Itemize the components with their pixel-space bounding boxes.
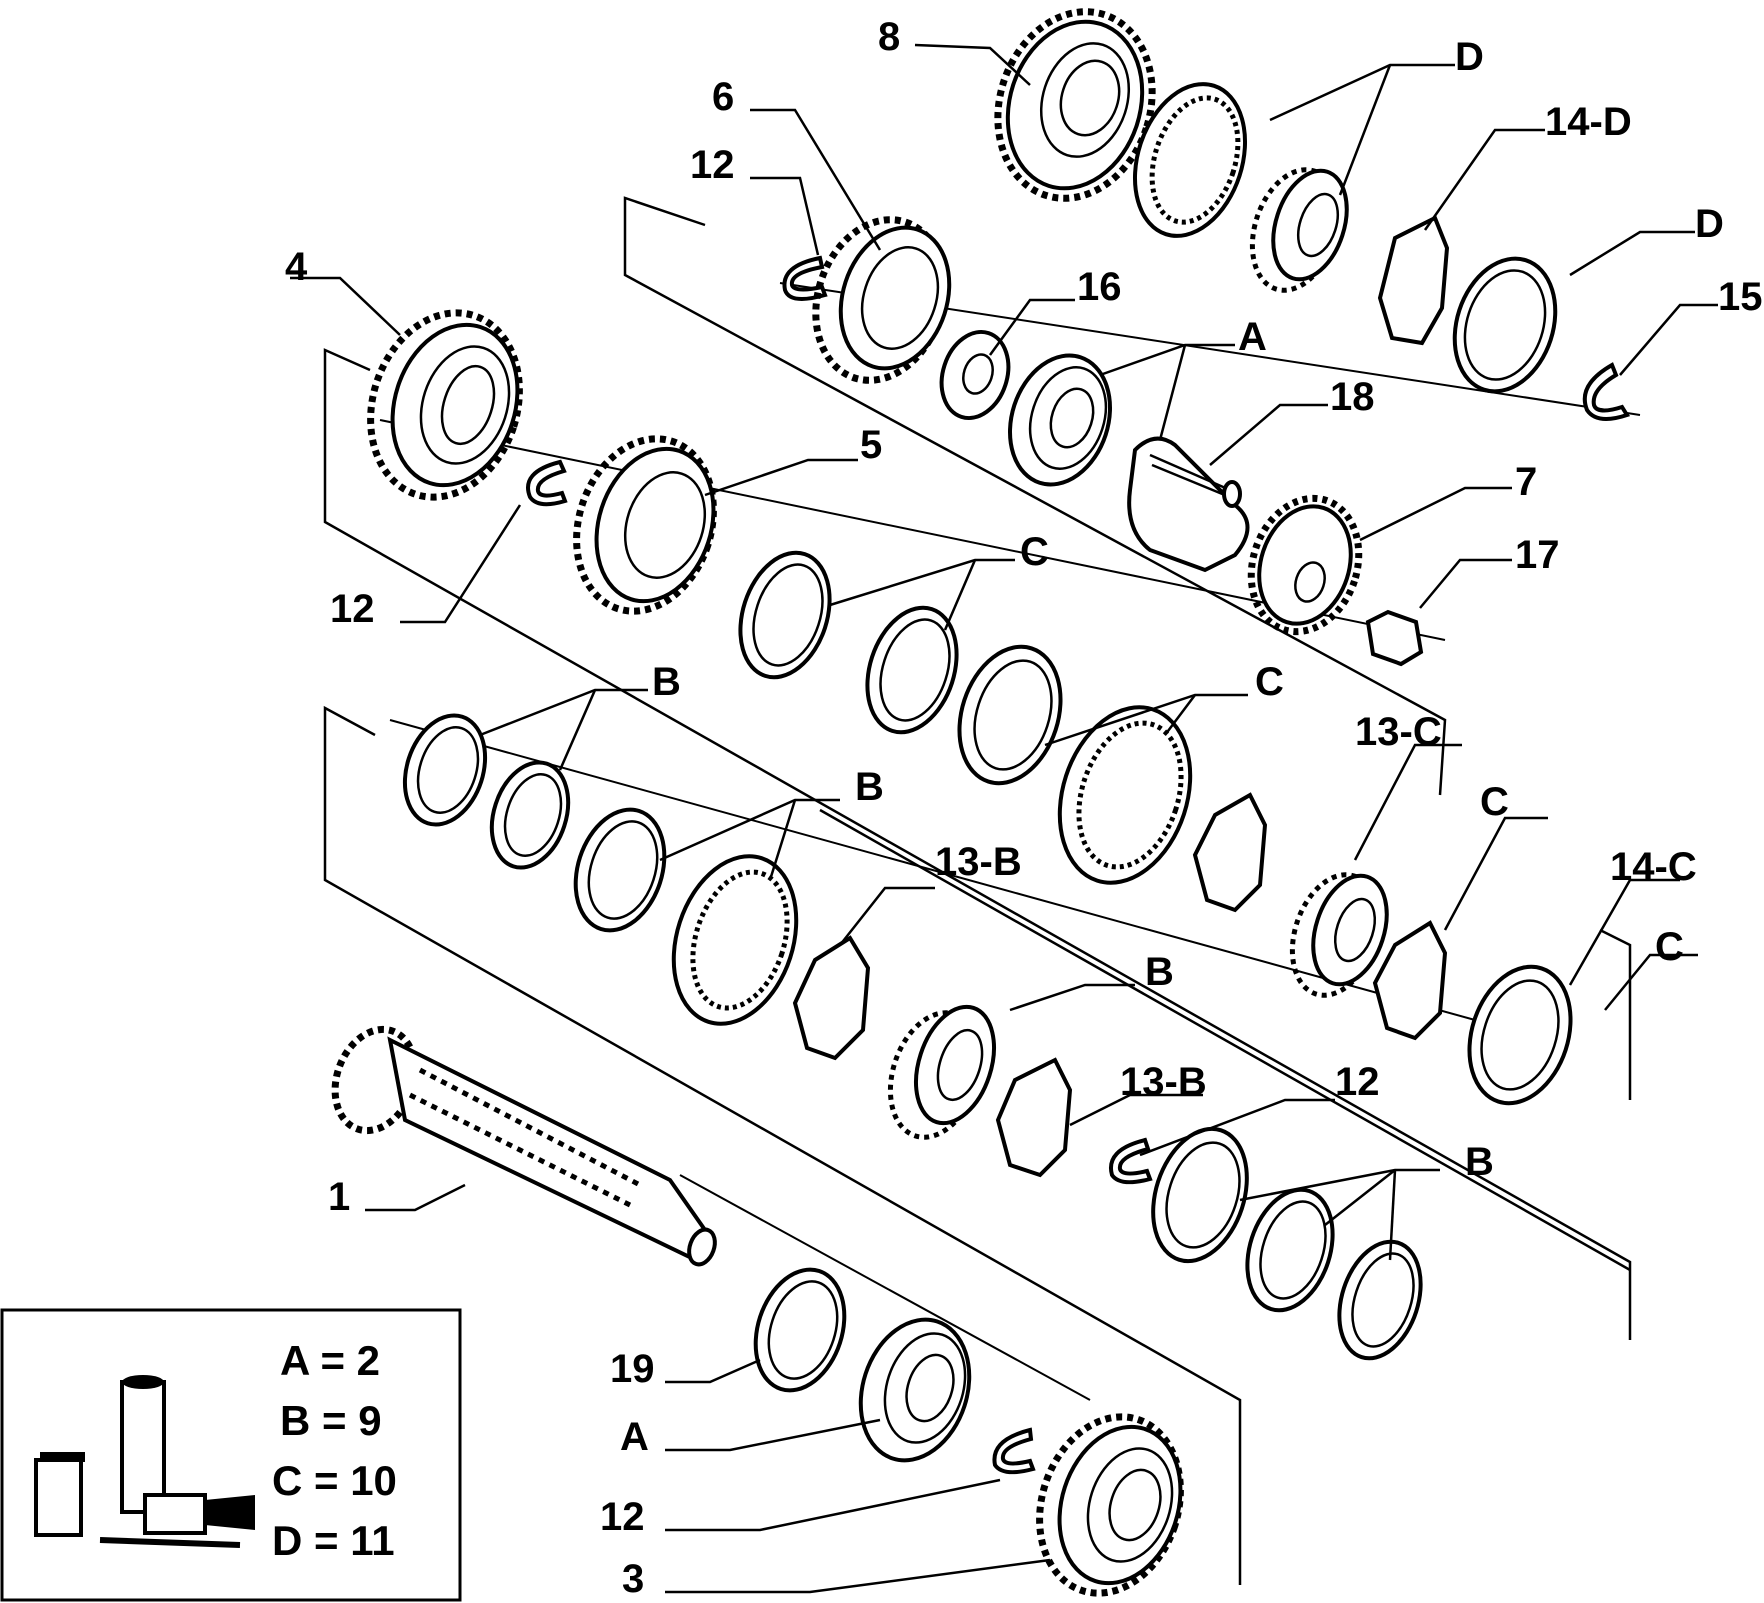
label-12-left: 12 (330, 587, 375, 631)
sync-hub-c (1289, 872, 1389, 998)
label-c-1: C (1020, 530, 1049, 574)
label-d-top: D (1455, 35, 1484, 79)
gear-4 (367, 309, 523, 501)
sync-ring-b4 (1151, 1126, 1249, 1264)
label-6: 6 (712, 75, 734, 119)
sync-sleeve-c (1057, 705, 1193, 885)
legend-box: A = 2 B = 9 C = 10 D = 11 (0, 1308, 462, 1602)
label-4: 4 (285, 245, 308, 289)
label-1: 1 (328, 1175, 350, 1219)
circlip-12-lower (992, 1427, 1036, 1475)
sync-ring-c3 (957, 644, 1063, 786)
label-b-1: B (652, 660, 681, 704)
label-c-4: C (1655, 925, 1684, 969)
sync-ring-c4 (1467, 964, 1573, 1106)
spring-14-c (1372, 920, 1448, 1041)
label-c-2: C (1255, 660, 1284, 704)
label-b-3: B (1145, 950, 1174, 994)
label-18: 18 (1330, 375, 1375, 419)
label-17: 17 (1515, 533, 1560, 577)
label-3: 3 (622, 1557, 644, 1601)
fiat-parts-kit-icon (34, 1375, 255, 1548)
label-12-upper: 12 (690, 143, 735, 187)
label-15: 15 (1718, 275, 1763, 319)
gear-3 (1036, 1413, 1184, 1597)
leader-lines (290, 43, 1718, 1594)
label-14-d: 14-D (1545, 100, 1632, 144)
label-b-4: B (1465, 1140, 1494, 1184)
nut-17 (1365, 609, 1424, 667)
sync-ring-d (1452, 256, 1558, 394)
part-labels: 8 D 14-D D 15 6 12 16 A 18 7 17 4 5 12 C… (285, 15, 1763, 1601)
bearing-a-lower (858, 1317, 972, 1463)
shim-19 (753, 1267, 847, 1393)
label-13-b-lower: 13-B (1120, 1060, 1207, 1104)
sync-ring-c1 (738, 550, 832, 680)
label-a-upper: A (1238, 315, 1267, 359)
label-19: 19 (610, 1347, 655, 1391)
legend-row-b: B = 9 (280, 1397, 382, 1444)
gear-5 (573, 435, 717, 615)
washer-16 (939, 330, 1011, 420)
label-12-lower: 12 (600, 1495, 645, 1539)
sync-ring-b2 (489, 760, 571, 870)
label-16: 16 (1077, 265, 1122, 309)
gear-6 (812, 216, 952, 384)
label-c-3: C (1480, 780, 1509, 824)
main-shaft-1 (331, 1025, 717, 1267)
spring-13-c (1192, 792, 1268, 913)
label-12-mid: 12 (1335, 1060, 1380, 1104)
spring-14-d (1377, 215, 1450, 346)
legend-row-a: A = 2 (280, 1337, 380, 1384)
circlip-15 (1582, 362, 1631, 421)
label-5: 5 (860, 423, 882, 467)
sync-sleeve-b (671, 854, 799, 1026)
sync-ring-b3 (573, 807, 667, 933)
sync-ring-b1 (402, 713, 488, 827)
spring-13-b-lower (995, 1057, 1073, 1178)
label-13-c: 13-C (1355, 710, 1442, 754)
label-b-2: B (855, 765, 884, 809)
label-13-b-upper: 13-B (935, 840, 1022, 884)
bolt-18 (1149, 453, 1242, 508)
sync-hub-b (887, 1004, 996, 1140)
legend-row-d: D = 11 (272, 1517, 395, 1564)
sync-hub-d (1249, 167, 1349, 293)
sync-ring-b5 (1245, 1187, 1335, 1313)
label-8: 8 (878, 15, 900, 59)
sync-ring-c2 (865, 605, 959, 735)
spring-13-b-upper (792, 935, 871, 1061)
label-a-lower: A (620, 1415, 649, 1459)
label-d-right: D (1695, 202, 1724, 246)
gear-7 (1247, 494, 1363, 636)
label-7: 7 (1515, 460, 1537, 504)
circlip-12-left (526, 459, 568, 507)
circlip-12-mid (1108, 1137, 1153, 1185)
legend-row-c: C = 10 (272, 1457, 397, 1504)
gear-8 (994, 8, 1156, 202)
label-14-c: 14-C (1610, 845, 1697, 889)
sync-sleeve-d (1132, 82, 1248, 238)
sync-ring-b6 (1337, 1239, 1423, 1361)
bearing-a-upper (1008, 353, 1112, 487)
